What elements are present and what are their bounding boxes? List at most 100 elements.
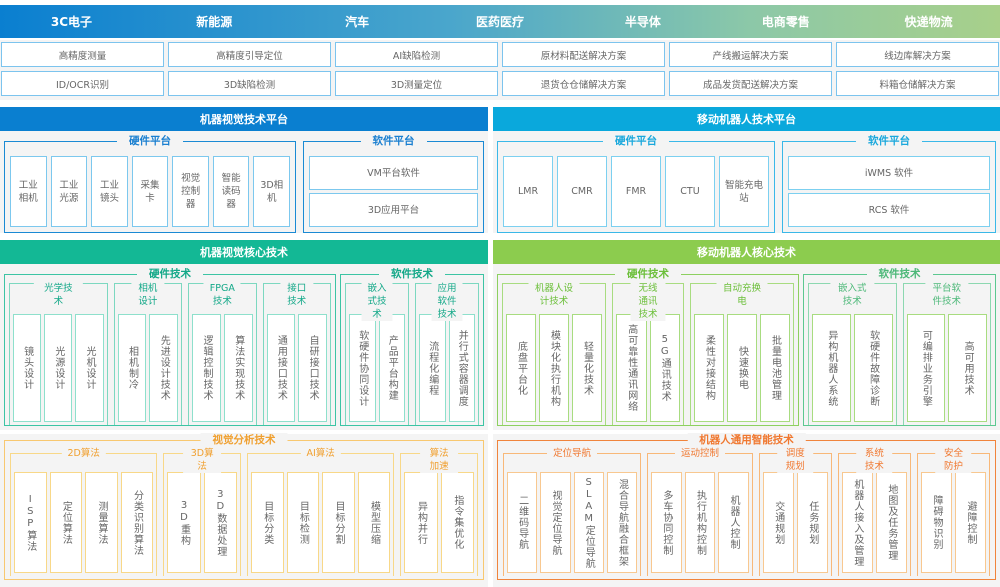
hardware-tech-title: 硬件技术 <box>137 267 203 281</box>
tech-item-label: 模型压缩 <box>368 500 380 545</box>
solution-item: 产线搬运解决方案 <box>669 42 832 67</box>
tech-group-title: 机器人设计技术 <box>528 282 580 308</box>
tech-item-label: 光机设计 <box>84 346 96 390</box>
tech-item-label: 多车协同控制 <box>660 489 672 556</box>
tech-item: 目标分类 <box>251 472 284 573</box>
solution-item: 成品发货配送解决方案 <box>669 71 832 96</box>
tech-group-title: 3D算法 <box>183 447 222 473</box>
analysis-section-title: 视觉分析技术 <box>200 433 288 447</box>
platform-header: 机器视觉技术平台 <box>0 107 488 131</box>
tech-group: 应用软件技术流程化编程并行式容器调度 <box>415 282 479 425</box>
tech-group-title: 应用软件技术 <box>431 282 463 321</box>
tech-group-title: 平台软件技术 <box>925 282 969 308</box>
tech-group: FPGA技术逻辑控制技术算法实现技术 <box>188 282 257 425</box>
tech-item-label: 混合导航融合框架 <box>616 478 628 567</box>
tech-item-label: 障碍物识别 <box>930 495 942 550</box>
tech-item: 目标检测 <box>286 472 320 573</box>
software-tech-title: 软件技术 <box>379 267 445 281</box>
tech-item: 3D重构 <box>167 472 201 573</box>
tech-item: 多车协同控制 <box>651 472 682 573</box>
tech-item-label: 并行式容器调度 <box>456 329 468 407</box>
solution-item: 3D缺陷检测 <box>168 71 331 96</box>
tech-group: 嵌入式技术软硬件协同设计产品平台构建 <box>345 282 409 425</box>
tech-item: 柔性对接结构 <box>694 314 724 422</box>
tech-item: ISP算法 <box>14 472 47 573</box>
tech-item-label: 交通规划 <box>772 500 784 545</box>
tech-item: 3D数据处理 <box>203 472 238 573</box>
tech-group: AI算法目标分类目标检测目标分割模型压缩 <box>247 447 395 576</box>
robot-core-panel: 移动机器人核心技术硬件技术机器人设计技术底盘平台化模块化执行机构轻量化技术无线通… <box>493 240 1000 430</box>
tech-item: 光机设计 <box>75 314 104 422</box>
tech-item-label: 批量电池管理 <box>769 335 781 401</box>
tech-item: 5G通讯技术 <box>649 314 680 422</box>
tech-item-label: 软硬件协同设计 <box>356 329 368 407</box>
hardware-platform-title: 硬件平台 <box>603 134 669 148</box>
tech-item: 任务规划 <box>796 472 828 573</box>
tech-item-label: 算法实现技术 <box>232 335 244 401</box>
hardware-item: 工业光源 <box>50 156 88 227</box>
tech-item: 软硬件故障诊断 <box>853 314 893 422</box>
solution-item: ID/OCR识别 <box>1 71 164 96</box>
tech-item-label: 光源设计 <box>52 346 64 390</box>
tech-item-label: 相机制冷 <box>126 346 138 390</box>
tech-item: 异构并行 <box>404 472 438 573</box>
tech-item-label: 3D重构 <box>178 499 190 546</box>
tech-item: 相机制冷 <box>117 314 147 422</box>
tech-item-label: 避障控制 <box>964 500 976 545</box>
tech-item: 批量电池管理 <box>760 314 790 422</box>
tech-item: 避障控制 <box>954 472 987 573</box>
tech-item: 测量算法 <box>85 472 118 573</box>
tech-item-label: 异构机器人系统 <box>825 329 837 407</box>
industry-label: 医药医疗 <box>476 15 525 29</box>
group-row: 嵌入式技术异构机器人系统软硬件故障诊断平台软件技术可编排业务引擎高可用技术 <box>808 282 991 425</box>
tech-group-title: 调度规划 <box>777 447 814 473</box>
tech-item: 逻辑控制技术 <box>192 314 221 422</box>
tech-item-label: 机器人接入及管理 <box>851 478 863 567</box>
tech-group: 算法加速异构并行指令集优化 <box>400 447 478 576</box>
solution-item: 退货仓仓储解决方案 <box>502 71 665 96</box>
tech-item: 并行式容器调度 <box>448 314 475 422</box>
tech-item: 快速换电 <box>727 314 757 422</box>
tech-item-label: 3D数据处理 <box>214 488 226 557</box>
tech-item-label: 镜头设计 <box>21 346 33 390</box>
software-item: VM平台软件 <box>309 156 478 190</box>
group-row: 嵌入式技术软硬件协同设计产品平台构建应用软件技术流程化编程并行式容器调度 <box>345 282 479 425</box>
tech-item: 机器人接入及管理 <box>841 472 873 573</box>
tech-item-label: 测量算法 <box>95 500 107 545</box>
solution-item: 原材料配送解决方案 <box>502 42 665 67</box>
software-tech: 软件技术嵌入式技术异构机器人系统软硬件故障诊断平台软件技术可编排业务引擎高可用技… <box>803 267 996 426</box>
tech-group-title: 接口技术 <box>280 282 314 308</box>
tech-item: 算法实现技术 <box>223 314 253 422</box>
industry-label: 汽车 <box>345 15 370 29</box>
tech-group: 光学技术镜头设计光源设计光机设计 <box>9 282 108 425</box>
tech-item-label: 5G通讯技术 <box>659 334 671 402</box>
tech-group-title: 嵌入式技术 <box>361 282 393 321</box>
tech-group-title: 系统技术 <box>856 447 893 473</box>
tech-item-label: 快速换电 <box>736 346 748 390</box>
hardware-item: FMR <box>611 156 661 227</box>
industry-label: 3C电子 <box>50 15 93 29</box>
hardware-item: CTU <box>665 156 715 227</box>
software-platform-title: 软件平台 <box>360 134 427 148</box>
tech-item-label: 逻辑控制技术 <box>200 335 212 401</box>
hardware-platform-title: 硬件平台 <box>117 134 183 148</box>
tech-group: 接口技术通用接口技术自研接口技术 <box>262 282 331 425</box>
tech-item-label: 自研接口技术 <box>307 335 319 401</box>
tech-group: 自动充换电柔性对接结构快速换电批量电池管理 <box>690 282 794 425</box>
tech-item: 地图及任务管理 <box>875 472 907 573</box>
tech-item: 定位算法 <box>49 472 83 573</box>
tech-item-label: 目标分类 <box>261 500 273 545</box>
tech-item-label: 目标检测 <box>297 500 309 545</box>
tech-item: 障碍物识别 <box>920 472 952 573</box>
tech-item-label: 先进设计技术 <box>158 335 170 401</box>
